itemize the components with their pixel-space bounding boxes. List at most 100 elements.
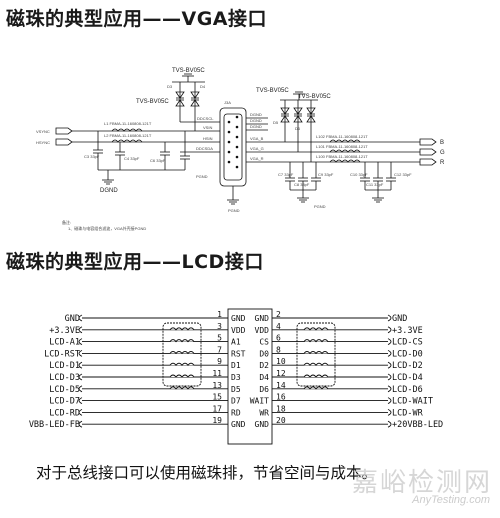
connector-ref: J3A bbox=[224, 100, 231, 105]
lcd-pin-number-right: 16 bbox=[276, 393, 286, 402]
bead-coil-right bbox=[303, 362, 329, 366]
lcd-right-signal: LCD-CS bbox=[392, 338, 423, 348]
lcd-right-terminal bbox=[387, 397, 392, 405]
lcd-pin-name-left: GND bbox=[231, 420, 246, 429]
pin-dgnd-1: DGND bbox=[250, 112, 262, 117]
vga-connector-pins bbox=[227, 115, 239, 169]
lcd-pin-name-right: GND bbox=[255, 420, 270, 429]
lcd-pin-name-left: D1 bbox=[231, 361, 241, 370]
lcd-pin-number-right: 6 bbox=[276, 334, 281, 343]
lcd-right-terminal bbox=[387, 373, 392, 381]
lcd-left-terminal bbox=[78, 338, 83, 346]
bead-label-l102: L102 FBMA-11-160808-121T bbox=[316, 134, 368, 139]
lcd-pin-name-right: D0 bbox=[259, 349, 269, 358]
lcd-pin-number-left: 7 bbox=[217, 345, 222, 354]
note-title: 备注: bbox=[62, 219, 71, 225]
lcd-pin-number-right: 14 bbox=[276, 381, 286, 390]
cap-c9: C9 33pF bbox=[318, 172, 334, 177]
lcd-right-signal: LCD-WAIT bbox=[392, 397, 433, 407]
cap-c6: C6 33pF bbox=[150, 158, 166, 163]
lcd-left-signal: GND bbox=[65, 314, 80, 324]
pin-ddcsda: DDCSDA bbox=[196, 146, 213, 151]
lcd-pin-number-left: 5 bbox=[217, 334, 222, 343]
tvs-label-2: TVS-BV05C bbox=[136, 99, 169, 105]
lcd-pin-name-left: RD bbox=[231, 408, 241, 417]
pin-hsin: HSIN bbox=[203, 136, 213, 141]
cap-c12: C12 33pF bbox=[394, 172, 412, 177]
lcd-pin-name-right: VDD bbox=[255, 326, 270, 335]
lcd-pin-number-left: 13 bbox=[212, 381, 222, 390]
lcd-left-terminal bbox=[78, 373, 83, 381]
lcd-pin-name-left: D3 bbox=[231, 373, 241, 382]
bead-label-l1: L1 FBMA-11-160808-121T bbox=[104, 121, 152, 126]
diode-ref-d6: D6 bbox=[295, 126, 301, 131]
output-g: G bbox=[440, 150, 445, 156]
lcd-pin-number-right: 10 bbox=[276, 357, 286, 366]
watermark-url: AnyTesting.com bbox=[412, 494, 490, 506]
lcd-left-signal: +3.3VE bbox=[49, 326, 80, 336]
pin-dgnd-3: DGND bbox=[250, 124, 262, 129]
lcd-pin-number-left: 3 bbox=[217, 322, 222, 331]
vga-labels: TVS-BV05C TVS-BV05C TVS-BV05C TVS-BV05C … bbox=[36, 68, 445, 231]
lcd-pin-number-right: 18 bbox=[276, 404, 286, 413]
lcd-schematic bbox=[78, 308, 392, 445]
lcd-pin-name-right: GND bbox=[255, 314, 270, 323]
lcd-right-signal: +3.3VE bbox=[392, 326, 423, 336]
lcd-left-signal: LCD-D1 bbox=[49, 361, 80, 371]
lcd-right-terminal bbox=[387, 338, 392, 346]
bead-coil-right bbox=[303, 386, 329, 390]
lcd-left-signal: LCD-D3 bbox=[49, 373, 80, 383]
lcd-pin-name-right: WR bbox=[259, 408, 269, 417]
lcd-pin-name-right: D2 bbox=[259, 361, 269, 370]
vga-schematic bbox=[55, 73, 437, 205]
vga-connector-inner bbox=[223, 113, 243, 181]
pin-vsin: VSIN bbox=[203, 125, 212, 130]
lcd-left-signal: VBB-LED-FB bbox=[29, 420, 80, 430]
vga-section-title: 磁珠的典型应用——VGA接口 bbox=[6, 8, 268, 30]
lcd-pin-name-left: A1 bbox=[231, 338, 241, 347]
lcd-right-terminal bbox=[387, 420, 392, 428]
lcd-right-terminal bbox=[387, 314, 392, 322]
output-b: B bbox=[440, 140, 444, 146]
bead-coil-left bbox=[169, 350, 195, 355]
lcd-connector-body bbox=[227, 308, 273, 445]
lcd-right-signal: LCD-D2 bbox=[392, 361, 423, 371]
cap-c3: C3 33pF bbox=[84, 154, 100, 159]
lcd-pin-number-right: 8 bbox=[276, 345, 281, 354]
lcd-right-signal: +20VBB-LED bbox=[392, 420, 443, 430]
bead-coil-left bbox=[169, 327, 195, 331]
bead-coil-left bbox=[169, 374, 195, 378]
cap-c8: C8 33pF bbox=[294, 182, 310, 187]
input-hsync: HSYNC bbox=[36, 140, 50, 145]
lcd-left-signal: LCD-RD bbox=[49, 408, 80, 418]
footer-caption: 对于总线接口可以使用磁珠排，节省空间与成本。 bbox=[36, 464, 378, 482]
cap-c10: C10 33pF bbox=[350, 172, 368, 177]
lcd-pin-number-left: 11 bbox=[212, 369, 222, 378]
lcd-pin-number-right: 4 bbox=[276, 322, 281, 331]
lcd-pin-number-left: 9 bbox=[217, 357, 222, 366]
lcd-pin-name-right: WAIT bbox=[250, 397, 269, 406]
diode-ref-d4: D4 bbox=[200, 84, 206, 89]
bead-coil-left bbox=[169, 362, 195, 366]
cap-c11: C11 33pF bbox=[366, 182, 384, 187]
lcd-pin-number-left: 19 bbox=[212, 416, 222, 425]
diode-ref-d3: D3 bbox=[167, 84, 173, 89]
lcd-right-signal: LCD-D0 bbox=[392, 349, 423, 359]
bead-label-l101: L101 FBMA-11-160808-121T bbox=[316, 144, 368, 149]
ground-dgnd: DGND bbox=[100, 188, 118, 194]
bead-coil-right bbox=[303, 374, 329, 378]
lcd-left-signal: LCD-RST bbox=[44, 349, 80, 359]
ground-pgnd-3: PGND bbox=[228, 208, 240, 213]
lcd-left-terminal bbox=[78, 314, 83, 322]
lcd-pin-name-right: D4 bbox=[259, 373, 269, 382]
bead-coil-left bbox=[169, 386, 195, 390]
lcd-right-terminal bbox=[387, 361, 392, 369]
lcd-pin-number-left: 1 bbox=[217, 310, 222, 319]
lcd-right-terminal bbox=[387, 349, 392, 357]
lcd-right-terminal bbox=[387, 326, 392, 334]
lcd-right-signal: LCD-WR bbox=[392, 408, 424, 418]
lcd-pin-number-left: 17 bbox=[212, 404, 222, 413]
bead-coil-right bbox=[303, 327, 329, 331]
lcd-right-signal: GND bbox=[392, 314, 407, 324]
